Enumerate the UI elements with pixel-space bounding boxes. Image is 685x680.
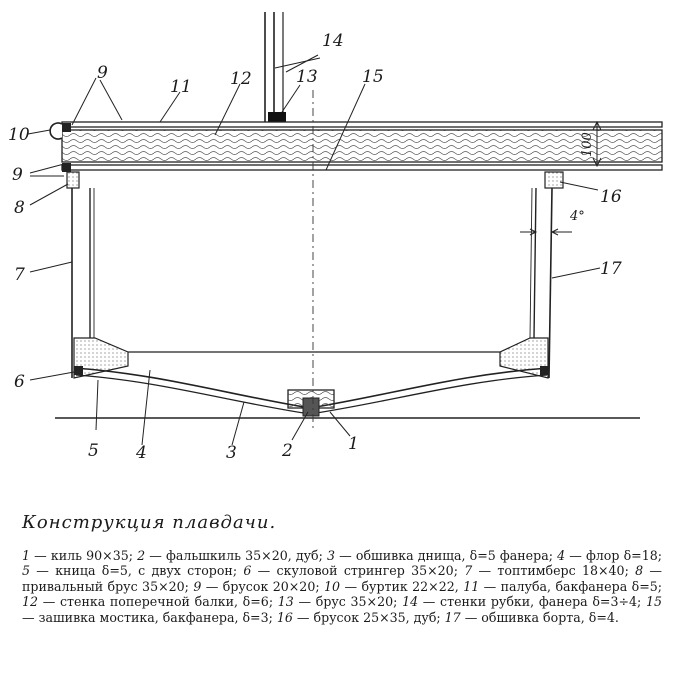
legend-item: 2 — фальшкиль 35×20, дуб; (137, 548, 327, 563)
pontoon-cross-section-drawing: 100 4° 9 11 12 13 14 15 10 9 8 (8, 12, 663, 463)
legend-item: 7 — топтимберс 18×40; (464, 563, 635, 578)
legend-item-number: 4 (557, 548, 566, 563)
deck-beam (61, 121, 663, 171)
legend-item-text: — брусок 25×35, дуб; (292, 609, 445, 625)
legend-item-text: — топтимберс 18×40; (472, 563, 636, 579)
legend-item: 5 — кница δ=5, с двух сторон; (22, 563, 243, 578)
legend-item-text: — зашивка мостика, бакфанера, δ=3; (22, 609, 277, 625)
legend-item: 12 — стенка поперечной балки, δ=6; (22, 594, 278, 609)
dimension-angle: 4° (520, 209, 585, 236)
legend-item: 11 — палуба, бакфанера δ=5; (463, 579, 662, 594)
dimension-angle-label: 4° (569, 209, 585, 224)
callout-10: 10 (8, 125, 30, 145)
chine-stringer-right (540, 366, 549, 375)
legend-item-text: — брусок 20×20; (201, 578, 324, 594)
legend-item-text: — палуба, бакфанера δ=5; (479, 578, 663, 594)
legend-item-number: 1 (22, 548, 31, 563)
legend-item: 8 — привальный брус 35×20; (22, 563, 662, 593)
callout-14: 14 (322, 31, 344, 51)
caption-title: Конструкция плавдачи. (22, 512, 277, 533)
gunwale-bar-8 (66, 171, 80, 189)
legend-item-text: — брус 35×20; (293, 594, 403, 610)
bar-9-top (62, 123, 71, 132)
legend-item-text: — флор δ=18; (565, 548, 662, 563)
legend-item-text: — обшивка днища, δ=5 фанера; (335, 548, 558, 563)
legend-item-text: — фальшкиль 35×20, дуб; (145, 548, 328, 563)
callout-5: 5 (88, 441, 99, 461)
callout-11: 11 (170, 77, 192, 97)
bar-13 (268, 112, 286, 123)
legend-item-number: 10 (324, 578, 341, 594)
legend-item-text: — буртик 22×22, (340, 578, 464, 594)
rim-10 (49, 122, 63, 140)
callout-12: 12 (230, 69, 252, 89)
callout-3: 3 (226, 443, 237, 463)
callout-17: 17 (600, 259, 622, 279)
chine-stringer-left (74, 366, 83, 375)
legend-item: 1 — киль 90×35; (22, 548, 137, 563)
legend-item-number: 16 (276, 609, 293, 625)
cabin-wall (264, 12, 284, 122)
legend-item-text: — скуловой стрингер 35×20; (251, 563, 465, 579)
legend-item-text: — кница δ=5, с двух сторон; (30, 563, 244, 579)
legend-item-number: 6 (243, 563, 252, 579)
legend-item-text: — стенки рубки, фанера δ=3÷4; (418, 594, 646, 610)
callout-9-top: 9 (97, 63, 108, 83)
legend-item: 13 — брус 35×20; (278, 594, 402, 609)
legend-item-text: — привальный брус 35×20; (22, 563, 663, 594)
right-side (529, 187, 553, 379)
legend: 1 — киль 90×35; 2 — фальшкиль 35×20, дуб… (22, 548, 662, 625)
callout-2: 2 (281, 441, 293, 461)
bar-16 (544, 171, 564, 189)
callout-13: 13 (296, 67, 318, 87)
legend-item: 10 — буртик 22×22, (324, 579, 463, 594)
legend-item: 4 — флор δ=18; (557, 548, 662, 563)
legend-item: 9 — брусок 20×20; (193, 579, 324, 594)
leader-lines (27, 54, 601, 446)
left-side (71, 188, 95, 378)
legend-item-number: 9 (193, 578, 202, 594)
callout-1: 1 (348, 434, 359, 454)
legend-item-number: 14 (402, 594, 419, 610)
legend-item-number: 11 (463, 578, 480, 594)
legend-item-text: — стенка поперечной балки, δ=6; (38, 594, 278, 610)
legend-item: 17 — обшивка борта, δ=4. (445, 610, 619, 625)
legend-item: 14 — стенки рубки, фанера δ=3÷4; (402, 594, 646, 609)
bar-9-bottom (62, 163, 71, 172)
callout-8: 8 (14, 198, 25, 218)
legend-item-text: — киль 90×35; (30, 548, 138, 563)
legend-item-number: 8 (635, 563, 644, 579)
callout-6: 6 (14, 372, 25, 392)
legend-item-text: — обшивка борта, δ=4. (460, 609, 619, 625)
legend-item-number: 15 (645, 594, 662, 610)
legend-item: 16 — брусок 25×35, дуб; (277, 610, 445, 625)
dimension-height: 100 (580, 120, 602, 168)
legend-item-number: 2 (137, 548, 146, 563)
false-keel (302, 397, 320, 417)
callout-15: 15 (362, 67, 384, 87)
callout-16: 16 (600, 187, 622, 207)
legend-item: 15 — зашивка мостика, бакфанера, δ=3; (22, 594, 662, 624)
legend-item-number: 17 (444, 609, 461, 625)
legend-item-number: 3 (327, 548, 336, 563)
legend-item-number: 12 (22, 594, 39, 610)
legend-item-number: 7 (464, 563, 473, 579)
callout-7: 7 (14, 265, 25, 285)
legend-item-number: 5 (22, 563, 31, 579)
callout-4: 4 (135, 443, 147, 463)
legend-item: 3 — обшивка днища, δ=5 фанера; (327, 548, 557, 563)
legend-item: 6 — скуловой стрингер 35×20; (243, 563, 464, 578)
dimension-height-label: 100 (580, 132, 595, 157)
callout-9-bottom: 9 (12, 165, 23, 185)
legend-item-number: 13 (277, 594, 294, 610)
